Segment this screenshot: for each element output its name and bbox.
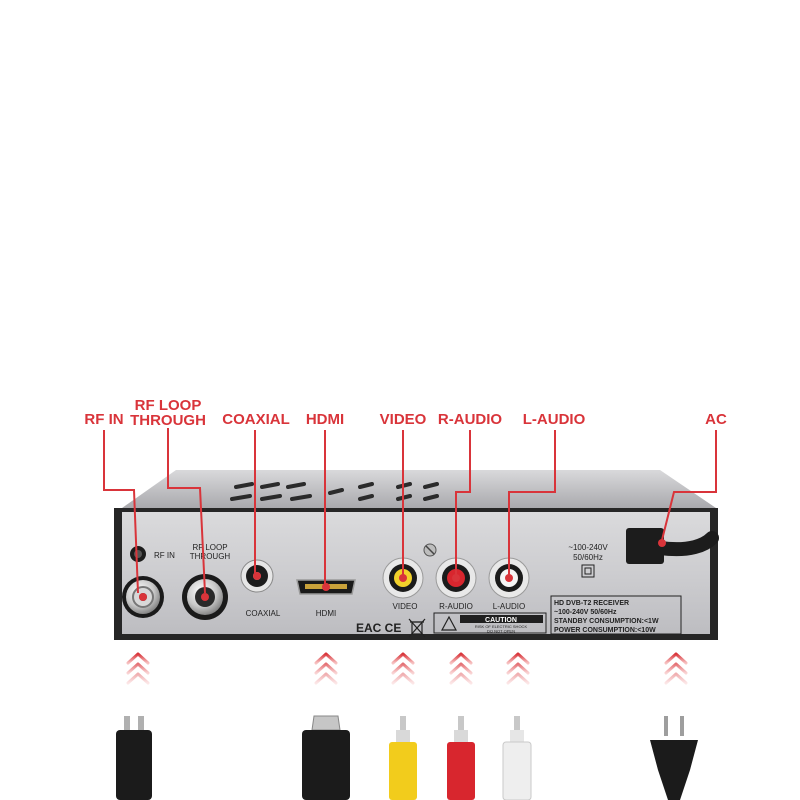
caution-subtitle-2: DO NOT OPEN [487, 629, 515, 634]
chevron-up-icon [449, 652, 473, 685]
chassis-top [122, 470, 716, 508]
callout-rf-loop-line1: RF LOOP [134, 397, 202, 414]
rca-l-audio-plug [502, 716, 532, 800]
callout-r-audio: R-AUDIO [437, 411, 503, 428]
spec-line-4: POWER CONSUMPTION:<10W [554, 627, 656, 634]
callout-l-audio: L-AUDIO [522, 411, 586, 428]
chevron-up-icon [126, 652, 150, 685]
callout-hdmi: HDMI [305, 411, 345, 428]
rca-r-audio-plug [447, 716, 475, 800]
panel-label-rf-in: RF IN [154, 551, 175, 560]
caution-plate [433, 612, 547, 634]
panel-label-rf-loop-2: THROUGH [190, 552, 231, 561]
warning-triangle-icon [440, 615, 458, 631]
compliance-marks: EAC CE [356, 621, 401, 635]
chevron-up-icon [391, 652, 415, 685]
leader-lines [103, 428, 717, 594]
panel-label-rf-loop-1: RF LOOP [192, 543, 227, 552]
rf-antenna-plug [116, 716, 152, 800]
class-ii-icon [581, 564, 595, 578]
chevron-up-icon [314, 652, 338, 685]
ground-screw [423, 543, 437, 557]
weee-bin-icon [408, 618, 426, 638]
panel-label-coaxial: COAXIAL [246, 609, 281, 618]
panel-voltage: ~100-240V [568, 543, 608, 552]
panel-label-video: VIDEO [393, 602, 418, 611]
callout-ac: AC [705, 411, 727, 428]
vent-slots [230, 482, 439, 501]
spec-line-1: HD DVB-T2 RECEIVER [554, 600, 629, 607]
panel-label-hdmi: HDMI [316, 609, 336, 618]
panel-label-l-audio: L-AUDIO [493, 602, 525, 611]
callout-rf-loop-line2: THROUGH [130, 412, 206, 429]
spec-plate [550, 595, 682, 635]
leader-dots [139, 539, 666, 601]
spec-line-3: STANDBY CONSUMPTION:<1W [554, 618, 659, 625]
chevron-up-icon [506, 652, 530, 685]
panel-label-r-audio: R-AUDIO [439, 602, 473, 611]
plug-icon [650, 716, 698, 800]
callout-rf-in: RF IN [84, 411, 124, 428]
spec-line-2: ~100-240V 50/60Hz [554, 609, 617, 616]
hdmi-plug [302, 715, 350, 800]
leader-rf-in [103, 430, 139, 594]
chevron-up-icon [664, 652, 688, 685]
panel-frequency: 50/60Hz [573, 553, 603, 562]
callout-video: VIDEO [379, 411, 427, 428]
callout-coaxial: COAXIAL [222, 411, 290, 428]
caution-subtitle-1: RISK OF ELECTRIC SHOCK [475, 624, 528, 629]
rca-video-plug [389, 716, 417, 800]
caution-title: CAUTION [485, 617, 517, 624]
ac-power-cord [626, 528, 719, 564]
